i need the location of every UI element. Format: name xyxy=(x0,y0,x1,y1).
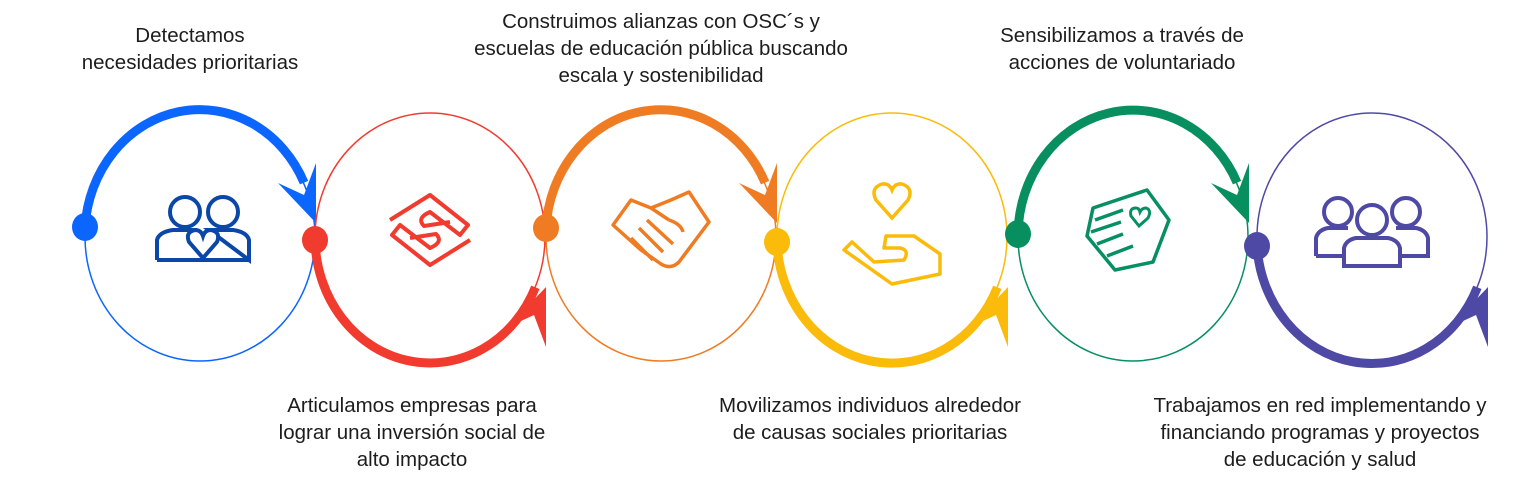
flow-arc xyxy=(541,105,770,229)
couple-heart-icon xyxy=(155,195,251,264)
arrowhead-icon xyxy=(970,287,1008,347)
arrowhead-icon xyxy=(508,287,546,347)
step-4 xyxy=(764,112,1008,368)
flow-arc xyxy=(80,105,309,228)
step-2 xyxy=(302,112,546,368)
step-2-label: Articulamos empresas para lograr una inv… xyxy=(278,394,546,471)
step-dot xyxy=(302,226,328,254)
step-dot xyxy=(764,228,790,256)
step-dot xyxy=(1005,220,1031,248)
step-dot xyxy=(72,213,98,241)
flow-arc xyxy=(772,241,1002,368)
step-6 xyxy=(1244,112,1488,368)
flow-arc xyxy=(1013,105,1242,235)
step-dot xyxy=(1244,232,1270,260)
step-dot xyxy=(533,214,559,242)
group-icon xyxy=(1314,196,1430,268)
step-1 xyxy=(72,105,316,362)
step-4-label: Movilizamos individuos alrededor de caus… xyxy=(719,394,1021,444)
arrowhead-icon xyxy=(739,163,777,223)
step-1-label: Detectamos necesidades prioritarias xyxy=(81,24,299,74)
flow-arc xyxy=(1252,245,1482,368)
step-6-label: Trabajamos en red implementando y financ… xyxy=(1153,394,1487,471)
hand-heart-icon xyxy=(842,182,942,286)
flow-arc xyxy=(310,239,540,368)
handshake-icon xyxy=(611,190,711,269)
joined-hands-icon xyxy=(388,193,472,267)
hands-heart-icon xyxy=(1085,188,1171,272)
arrowhead-icon xyxy=(1211,163,1249,223)
step-5-label: Sensibilizamos a través de acciones de v… xyxy=(1000,24,1244,74)
step-3 xyxy=(533,105,777,362)
step-5 xyxy=(1005,105,1249,362)
arrowhead-icon xyxy=(278,163,316,223)
arrowhead-icon xyxy=(1450,287,1488,347)
step-3-label: Construimos alianzas con OSC´s y escuela… xyxy=(474,10,848,87)
